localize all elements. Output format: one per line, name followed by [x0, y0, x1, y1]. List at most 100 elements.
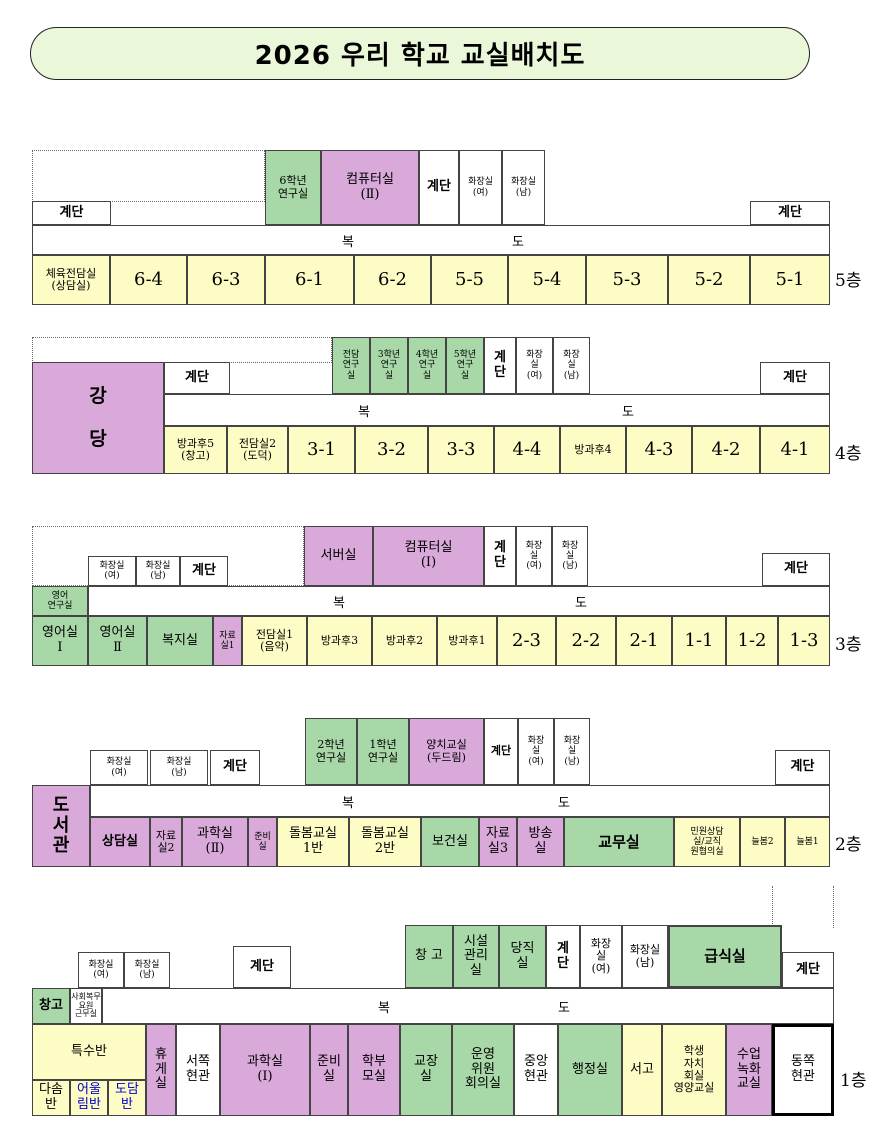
floor5-room-5-4: 5-4 — [508, 255, 586, 305]
floor1-student-council-room: 학생 자치 회실 영양교실 — [662, 1024, 726, 1116]
floor3-corridor-label-left: 복 — [333, 596, 345, 611]
floor2-stairs-west: 계단 — [210, 750, 260, 785]
floor1-west-entrance: 서쪽 현관 — [176, 1024, 220, 1116]
floor4-room-3-3: 3-3 — [428, 426, 494, 474]
floor2-resource-room-3: 자료 실3 — [479, 817, 517, 867]
floor5-restroom-men: 화장실 (남) — [502, 150, 545, 225]
floor2-corridor — [90, 785, 830, 817]
floor4-room-ethics: 전담실2 (도덕) — [227, 426, 288, 474]
floor5-computer-room-2: 컴퓨터실 (Ⅱ) — [321, 150, 419, 225]
floor2-care-room-2: 돌봄교실 2반 — [349, 817, 421, 867]
floor5-label: 5층 — [835, 271, 862, 291]
floor3-room-1-3: 1-3 — [778, 616, 830, 666]
floor1-parents-room: 학부 모실 — [348, 1024, 400, 1116]
floor2-library: 도 서 관 — [32, 785, 90, 867]
floor1-restroom-women-west: 화장실 (여) — [78, 952, 124, 988]
floor5-stairs-west: 계단 — [32, 201, 111, 225]
floor4-corridor-label-left: 복 — [358, 405, 370, 420]
floor3-computer-room-1: 컴퓨터실 (Ⅰ) — [373, 526, 484, 586]
floor3-stairs-west: 계단 — [180, 556, 228, 586]
floor4-restroom-men: 화장 실 (남) — [553, 337, 590, 394]
floor1-restroom-women: 화장 실 (여) — [580, 925, 622, 988]
floor4-auditorium: 강 당 — [32, 362, 164, 474]
floor1-special-class: 특수반 — [32, 1024, 146, 1080]
floor5-corridor — [32, 225, 830, 255]
page-title: 2026 우리 학교 교실배치도 — [254, 41, 586, 71]
floor2-stairs-center: 계단 — [484, 718, 518, 785]
floor1-administration-office: 행정실 — [558, 1024, 622, 1116]
floor1-lounge: 휴 게 실 — [146, 1024, 176, 1116]
floor2-teachers-office: 교무실 — [564, 817, 674, 867]
floor1-stairs-center: 계 단 — [546, 925, 580, 988]
floor3-stairs-center: 계 단 — [484, 526, 516, 586]
floor3-afterschool3: 방과후3 — [307, 616, 372, 666]
floor1-corridor-label-left: 복 — [378, 1001, 390, 1016]
floor5-6th-grade-office: 6학년 연구실 — [265, 150, 321, 225]
floor2-neulbom-1: 늘봄1 — [785, 817, 830, 867]
floor3-stairs-east: 계단 — [762, 553, 830, 586]
floor4-5th-grade-office: 5학년 연구 실 — [446, 337, 484, 394]
floor4-restroom-women: 화장 실 (여) — [516, 337, 553, 394]
floor5-room-6-1: 6-1 — [265, 255, 354, 305]
floor2-neulbom-2: 늘봄2 — [740, 817, 785, 867]
floor1-west-storage: 창고 — [32, 988, 70, 1024]
floor1-outline-east — [772, 886, 834, 928]
floor2-prep-room: 준비 실 — [248, 817, 277, 867]
floor3-restroom-men: 화장 실 (남) — [552, 526, 588, 586]
floor1-label: 1층 — [840, 1071, 867, 1091]
floor4-room-3-2: 3-2 — [355, 426, 428, 474]
floor5-corridor-label-right: 도 — [512, 235, 524, 250]
floor3-music-room: 전담실1 (음악) — [242, 616, 307, 666]
floor1-duty-room: 당직 실 — [499, 925, 546, 988]
floor2-broadcast-room: 방송 실 — [517, 817, 564, 867]
floor1-dodam-class: 도담 반 — [108, 1080, 146, 1116]
floor2-corridor-label-right: 도 — [558, 796, 570, 811]
floor4-room-3-1: 3-1 — [288, 426, 355, 474]
floor3-label: 3층 — [835, 635, 862, 655]
floor5-stairs-center: 계단 — [419, 150, 459, 225]
floor1-corridor — [102, 988, 834, 1024]
floor5-room-pe: 체육전담실 (상담실) — [32, 255, 110, 305]
floor1-library-stacks: 서고 — [622, 1024, 662, 1116]
floor4-label: 4층 — [835, 444, 862, 464]
floor3-server-room: 서버실 — [304, 526, 373, 586]
floor1-corridor-label-right: 도 — [558, 1001, 570, 1016]
floor2-dental-room: 양치교실 (두드림) — [409, 718, 484, 785]
floor1-recording-room: 수업 녹화 교실 — [726, 1024, 772, 1116]
floor2-care-room-1: 돌봄교실 1반 — [277, 817, 349, 867]
floor5-room-5-5: 5-5 — [431, 255, 508, 305]
floor3-english-room-2: 영어실 Ⅱ — [88, 616, 147, 666]
floor3-corridor — [88, 586, 830, 616]
floor3-restroom-women: 화장 실 (여) — [516, 526, 552, 586]
floor4-room-4-4: 4-4 — [494, 426, 560, 474]
floor1-restroom-men-west: 화장실 (남) — [124, 952, 170, 988]
floor5-room-5-2: 5-2 — [668, 255, 750, 305]
floor2-1st-grade-office: 1학년 연구실 — [357, 718, 409, 785]
floor4-outline — [32, 337, 332, 363]
floor4-room-afterschool4: 방과후4 — [560, 426, 626, 474]
floor2-science-room-2: 과학실 (Ⅱ) — [182, 817, 248, 867]
floor1-principal-office: 교장 실 — [400, 1024, 452, 1116]
floor4-room-4-1: 4-1 — [760, 426, 830, 474]
floor1-social-service-room: 사회복무 요원 근무실 — [70, 988, 102, 1024]
floor2-counseling-room: 상담실 — [90, 817, 150, 867]
floor4-corridor — [164, 394, 830, 426]
floor4-subject-office: 전담 연구 실 — [332, 337, 370, 394]
floor3-room-1-2: 1-2 — [726, 616, 778, 666]
floor4-stairs-west: 계단 — [164, 362, 230, 394]
floor5-room-6-2: 6-2 — [354, 255, 431, 305]
floor5-room-5-1: 5-1 — [750, 255, 830, 305]
floor5-room-6-3: 6-3 — [187, 255, 265, 305]
floor1-central-entrance: 중앙 현관 — [514, 1024, 558, 1116]
floor4-room-afterschool5: 방과후5 (창고) — [164, 426, 227, 474]
floor1-eoullim-class: 어울 림반 — [70, 1080, 108, 1116]
floor2-restroom-women: 화장 실 (여) — [518, 718, 554, 785]
floor2-restroom-men-west: 화장실 (남) — [150, 750, 208, 785]
floor3-room-1-1: 1-1 — [672, 616, 726, 666]
floor2-restroom-men: 화장 실 (남) — [554, 718, 590, 785]
floor3-room-2-3: 2-3 — [497, 616, 556, 666]
floor5-restroom-women: 화장실 (여) — [459, 150, 502, 225]
floor3-corridor-label-right: 도 — [575, 596, 587, 611]
floor1-stairs-west: 계단 — [233, 946, 291, 988]
floor2-civil-consultation-room: 민원상담 실/교직 원협의실 — [674, 817, 740, 867]
